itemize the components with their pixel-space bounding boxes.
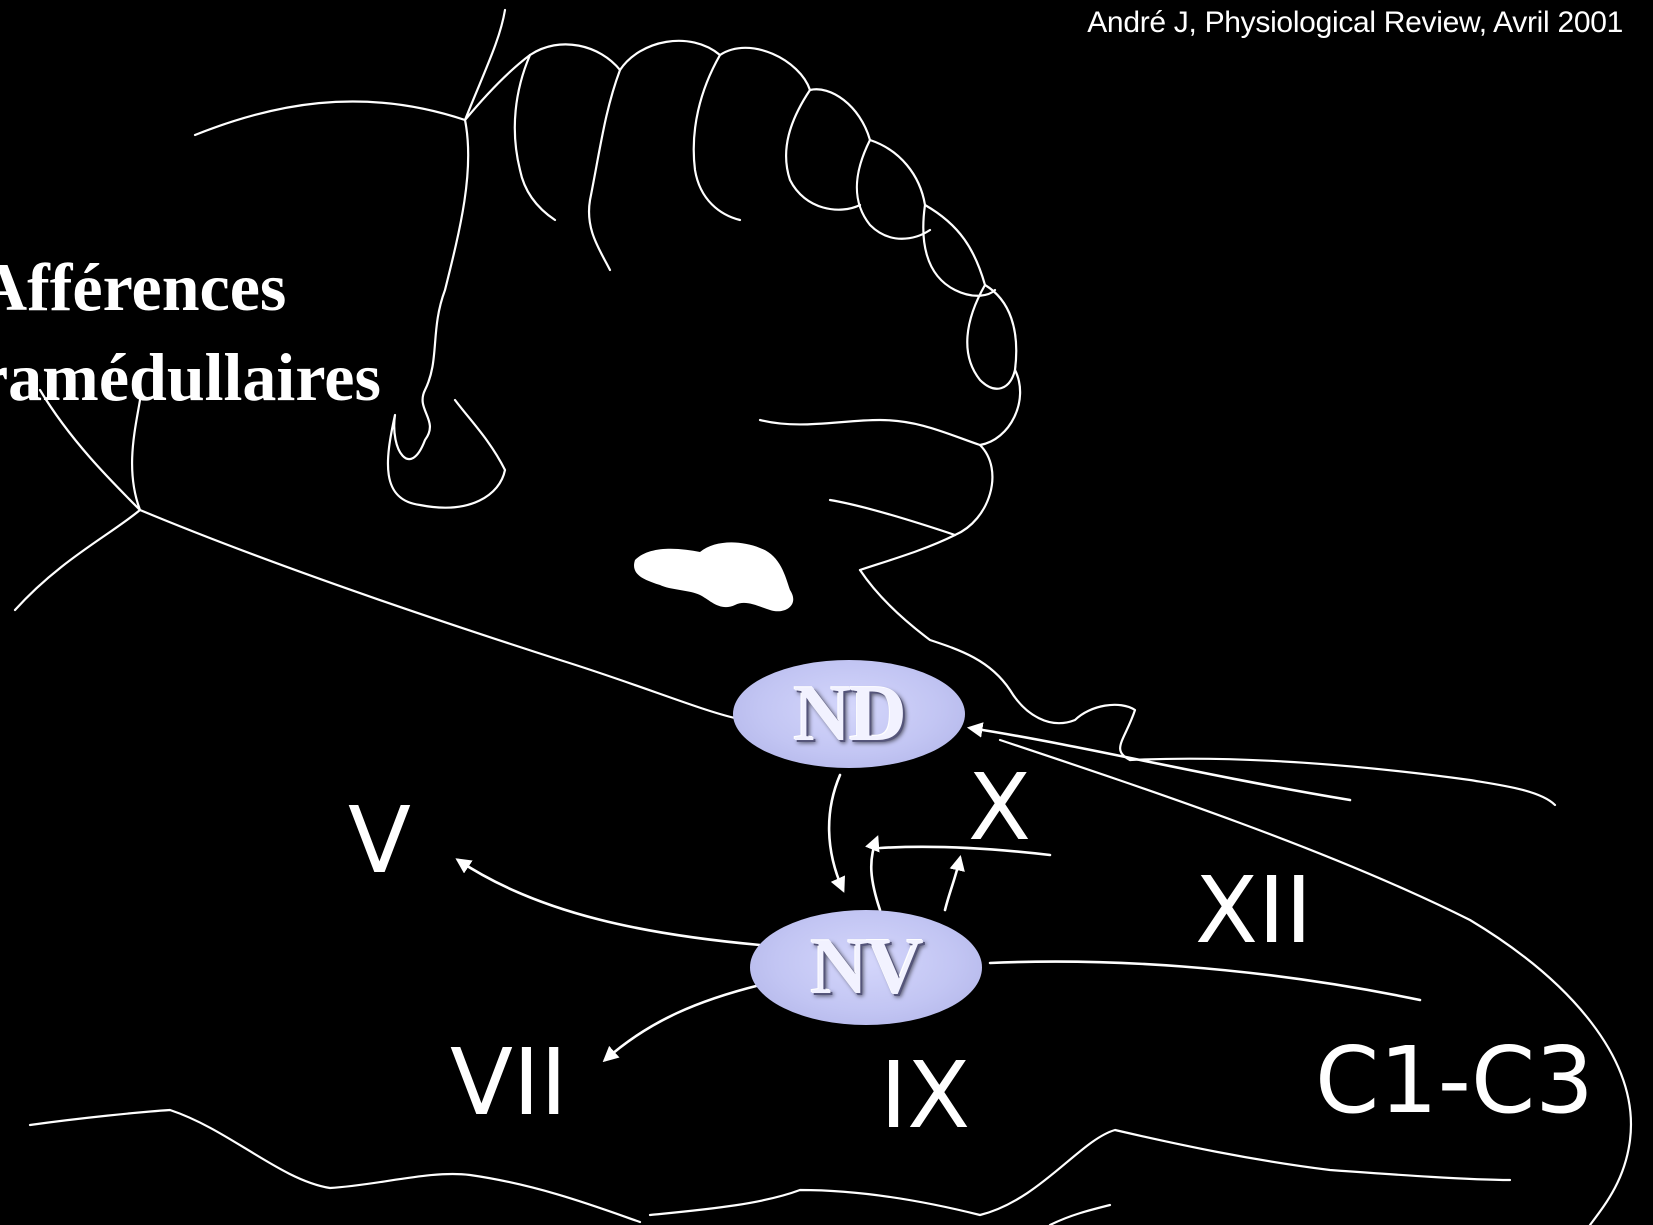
cerebellum-inner-fold-8 <box>830 500 955 535</box>
nucleus-nd: ND <box>733 660 965 768</box>
cerebellum-outline <box>388 10 1020 570</box>
nucleus-nv-label: NV <box>810 922 922 1013</box>
arrow-nd-to-nv <box>829 775 843 890</box>
arrow-x-to-nv <box>945 858 960 910</box>
citation-text: André J, Physiological Review, Avril 200… <box>1087 6 1623 40</box>
cerebrum-outline <box>195 101 465 135</box>
nv-to-c1c3-line <box>990 962 1420 1000</box>
arrow-nv-to-nd <box>871 838 880 910</box>
cerebellum-inner-fold-7 <box>760 420 980 445</box>
ventricle-shape <box>634 542 793 611</box>
nerve-label-vii: VII <box>450 1037 567 1129</box>
nucleus-nd-label: ND <box>793 669 905 760</box>
nerve-label-xii: XII <box>1195 865 1312 957</box>
nerve-label-c1c3: C1-C3 <box>1315 1035 1594 1127</box>
afferents-label: Afférences ramédullaires <box>0 242 381 422</box>
arrow-nv-to-vii <box>605 985 760 1060</box>
arrow-nv-to-v <box>458 860 760 945</box>
ventral-base-line-2 <box>650 1130 1510 1215</box>
cerebellum-inner-fold-4 <box>857 140 930 239</box>
cerebellum-inner-fold-9 <box>515 55 555 220</box>
cerebrum-lower-outline <box>15 510 140 610</box>
brainstem-dorsal-line <box>140 510 735 718</box>
afferents-line-1: Afférences <box>0 242 381 332</box>
cerebellum-inner-fold-6 <box>967 285 1015 389</box>
cerebellum-inner-fold-1 <box>589 70 620 270</box>
cerebellum-inner-fold-3 <box>786 90 860 210</box>
nerve-label-v: V <box>348 795 411 887</box>
nerve-label-ix: IX <box>880 1050 970 1142</box>
afferents-line-2: ramédullaires <box>0 332 381 422</box>
base-short-line <box>1050 1205 1110 1225</box>
nerve-label-x: X <box>968 762 1031 854</box>
nucleus-nv: NV <box>750 910 982 1025</box>
cerebellum-inner-fold-2 <box>694 55 740 220</box>
